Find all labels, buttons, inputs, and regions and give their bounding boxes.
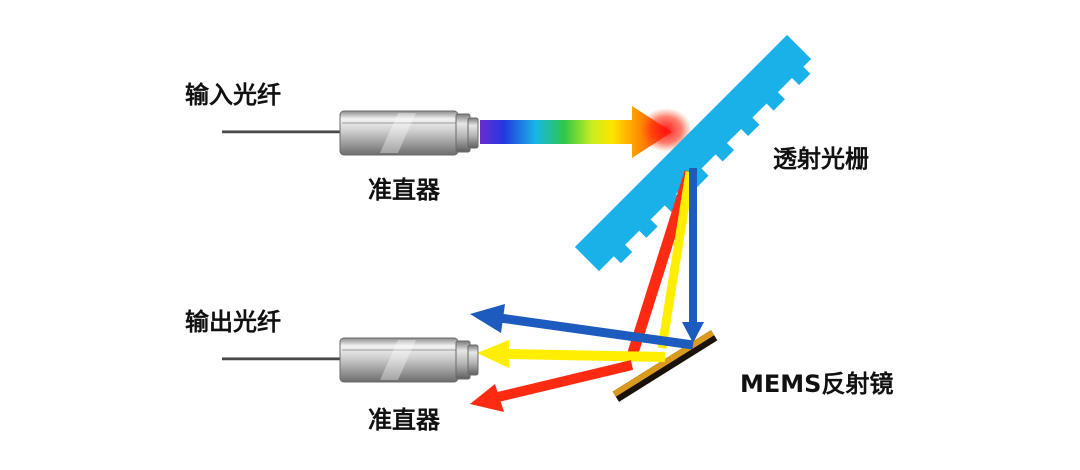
red-beam-down bbox=[626, 170, 696, 358]
mems-mirror-label: MEMS反射镜 bbox=[740, 370, 894, 398]
blue-beam-out-arrowhead bbox=[470, 304, 505, 333]
output-fiber-label: 输出光纤 bbox=[185, 308, 281, 336]
grating-label: 透射光栅 bbox=[773, 145, 869, 173]
input-fiber-label: 输入光纤 bbox=[185, 81, 281, 109]
blue-beam-down-arrowhead bbox=[682, 322, 704, 343]
input-collimator-label: 准直器 bbox=[368, 176, 440, 204]
red-beam-out-arrowhead bbox=[470, 384, 504, 412]
spectrum-beam bbox=[480, 106, 692, 158]
red-beam-out bbox=[496, 360, 634, 402]
blue-beam-out bbox=[499, 313, 694, 350]
grating-hotspot bbox=[640, 108, 692, 152]
yellow-beam-down bbox=[657, 171, 695, 349]
output-collimator bbox=[339, 337, 479, 383]
transmission-grating bbox=[574, 34, 812, 272]
output-collimator-label: 准直器 bbox=[368, 406, 440, 434]
input-collimator bbox=[339, 110, 479, 156]
yellow-beam-out bbox=[504, 349, 666, 362]
yellow-beam-out-arrowhead bbox=[477, 340, 509, 368]
